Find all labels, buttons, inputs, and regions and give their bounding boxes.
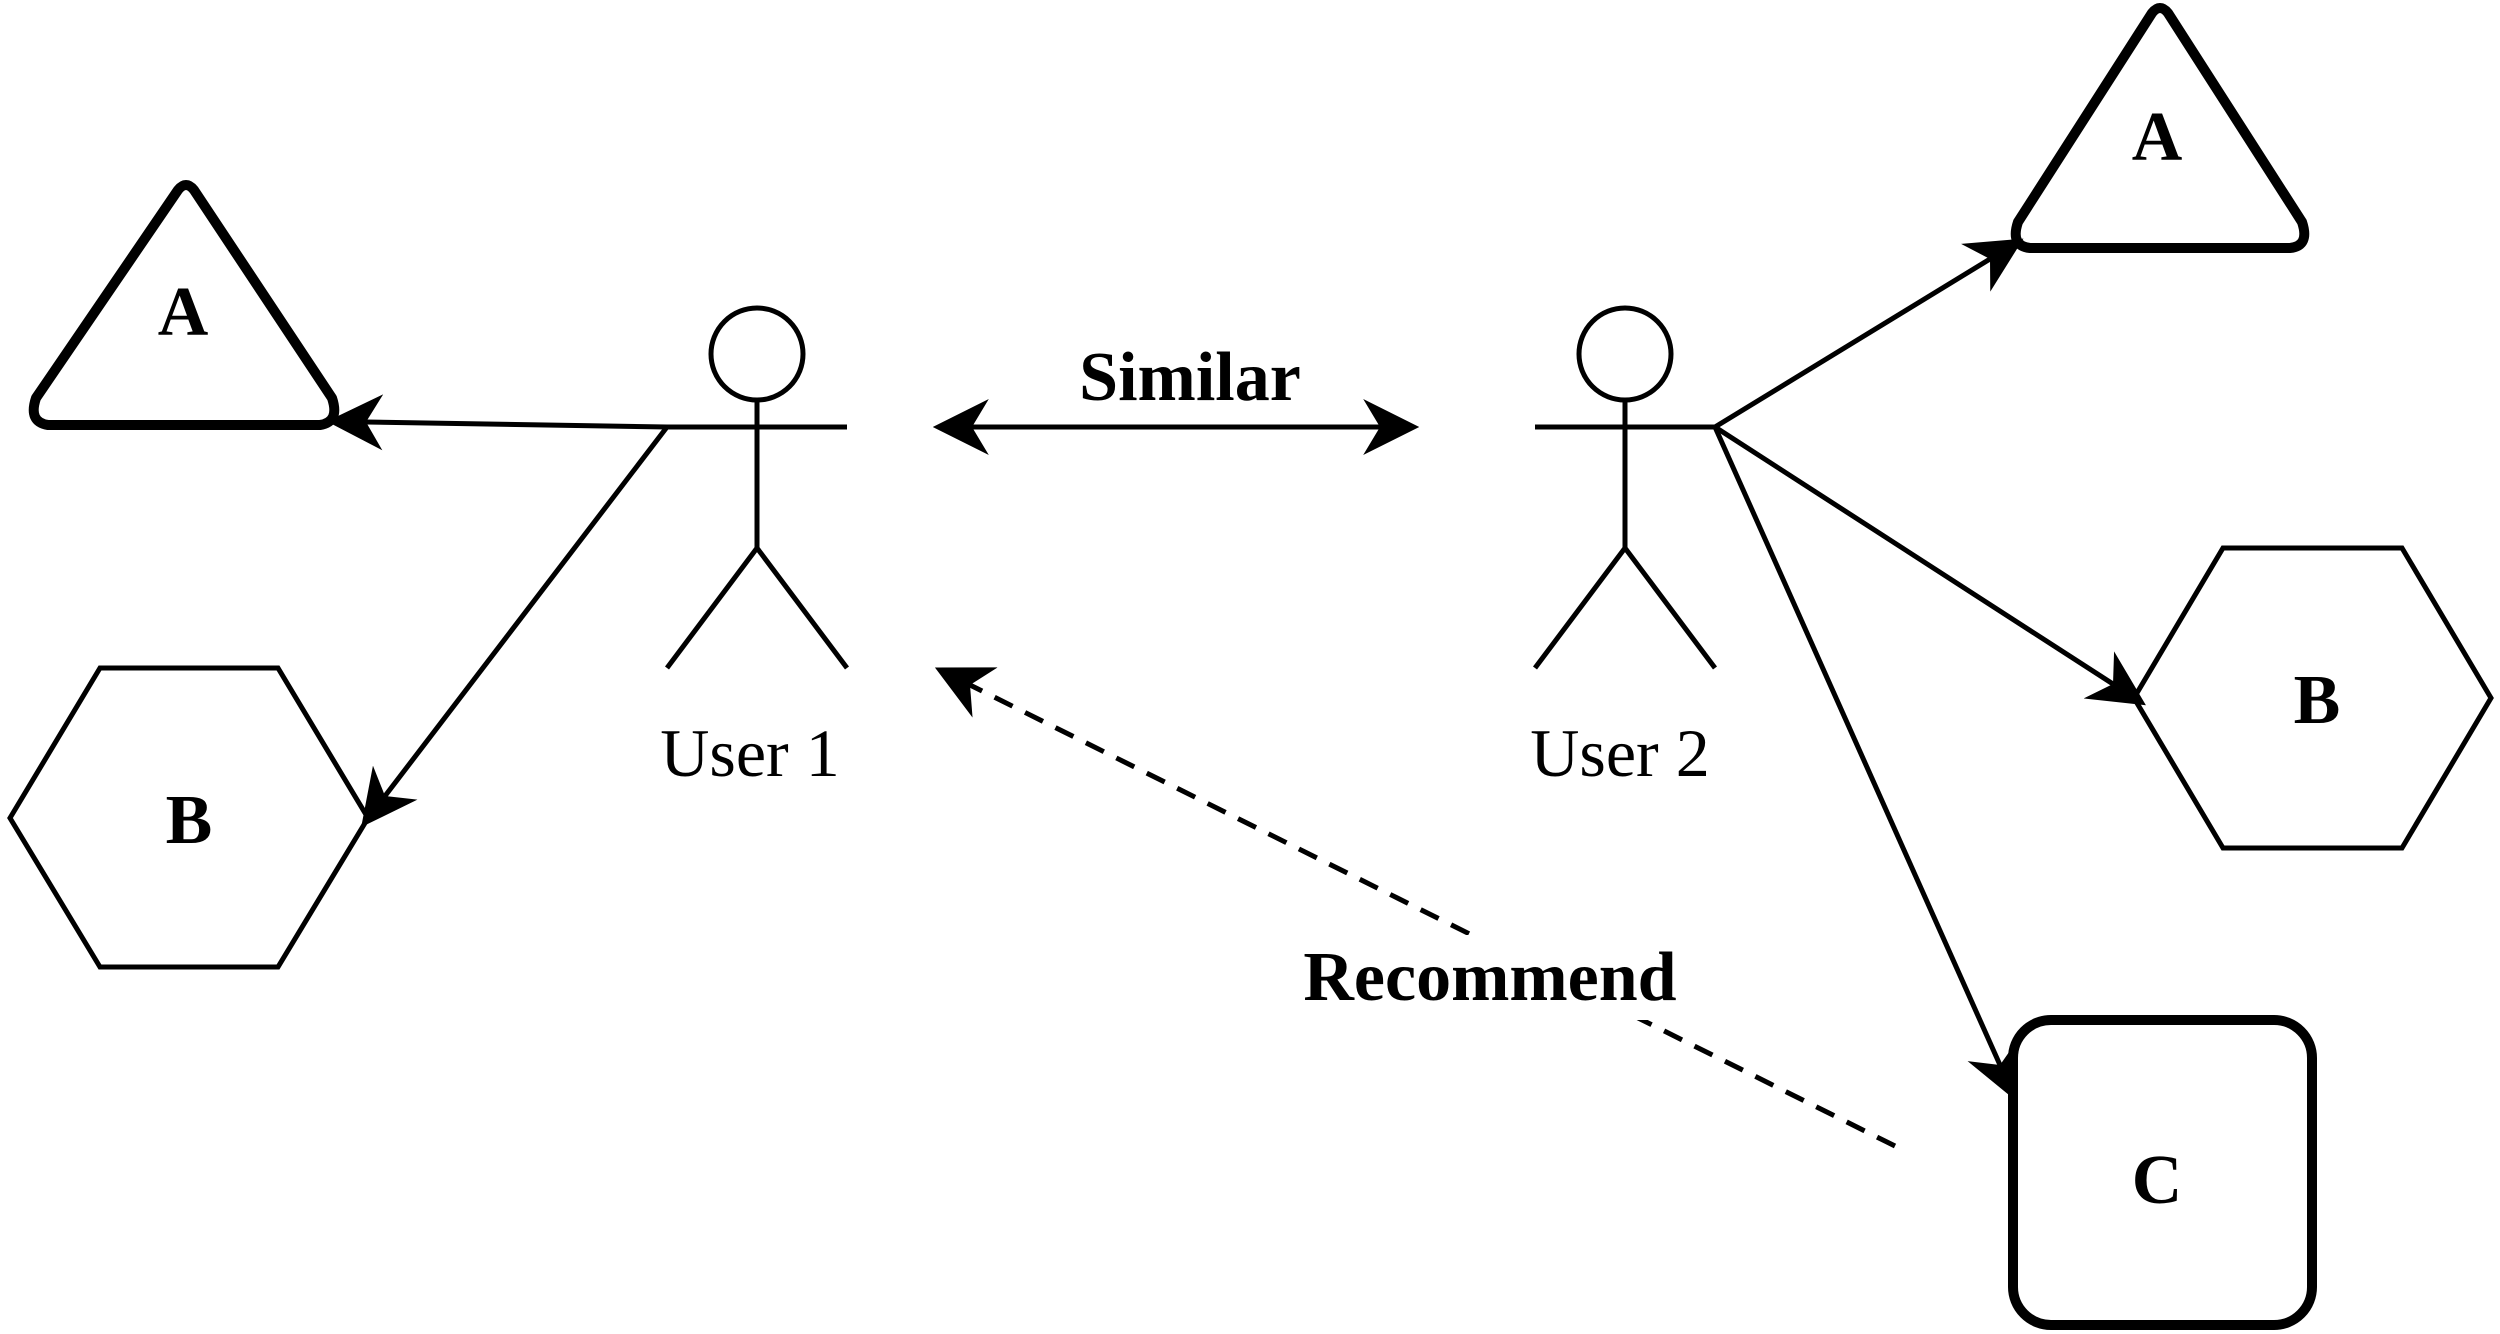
- item-a-user2: A: [2010, 3, 2310, 253]
- item-a-user1-label: A: [158, 274, 209, 351]
- item-b-user1-label: B: [166, 782, 213, 859]
- user2-left-leg: [1533, 546, 1627, 670]
- user2-to-item-b-arrow: [1713, 424, 2146, 706]
- user2-head: [1576, 305, 1674, 403]
- recommend-label-bg: [1290, 935, 1690, 1020]
- user1-to-item-b-arrow: [361, 425, 669, 828]
- item-b-user1: B: [7, 665, 371, 970]
- item-a-user1: A: [28, 180, 340, 430]
- item-b-user2-label: B: [2294, 662, 2341, 739]
- user2-to-item-a-arrow: [1713, 238, 2024, 430]
- user1-to-item-a-arrow: [326, 394, 668, 451]
- user2-to-item-c-arrow: [1712, 425, 2019, 1101]
- user1-head: [708, 305, 806, 403]
- user1-right-leg: [755, 546, 849, 670]
- recommend-arrow: [934, 667, 1897, 1149]
- user2-right-leg: [1623, 546, 1717, 670]
- hexagon-shape: [2131, 545, 2494, 851]
- item-c-user2-label: C: [2132, 1142, 2183, 1219]
- item-b-user2: B: [2131, 545, 2494, 851]
- recommend-label: Recommend: [1303, 939, 1676, 1016]
- item-a-user2-label: A: [2132, 99, 2183, 176]
- user2-label: User 2: [1530, 715, 1709, 791]
- item-c-user2: C: [2008, 1015, 2317, 1330]
- user2-actor: [1533, 305, 1717, 670]
- user1-label: User 1: [660, 715, 839, 791]
- user1-left-leg: [665, 546, 759, 670]
- user1-actor: [665, 305, 849, 670]
- similar-label: Similar: [1079, 339, 1301, 416]
- rounded-square-shape: [2008, 1015, 2317, 1330]
